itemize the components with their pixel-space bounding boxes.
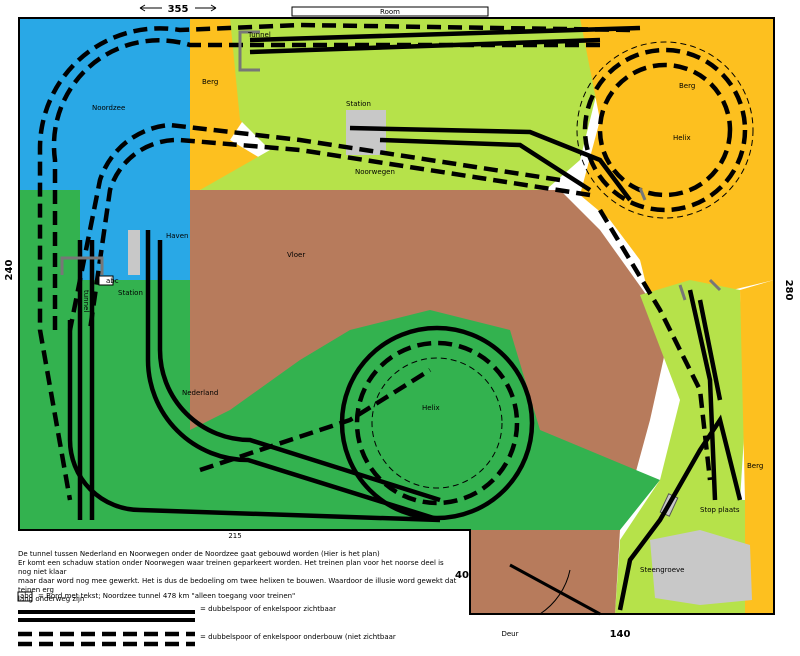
dimension-bottom-right: 140 [610,629,631,640]
berg-bottom-region [740,280,774,614]
helix-top-inner [597,62,733,198]
label-helix-top: Helix [673,134,691,142]
dimension-bottom-left: 215 [228,532,241,540]
label-station-top: Station [346,100,371,108]
berg-right-region [580,18,774,300]
dimension-left: 240 [4,260,15,281]
steengroeve-area [650,530,752,605]
floor-extension [470,530,620,614]
tunnel-portal-top [238,30,260,72]
tunnel-portal-right [638,187,722,301]
label-vloer: Vloer [287,251,305,259]
label-helix-bottom: Helix [422,404,440,412]
label-steengroeve: Steengroeve [640,566,684,574]
label-station-left: Station [118,289,143,297]
legend-sign-box [17,591,33,602]
label-sign-abc: abc [106,277,119,285]
label-stop-plaats: Stop plaats [700,506,740,514]
track-station-nl-2 [157,240,441,503]
track-station-noorwegen-2 [379,137,592,192]
track-station-noorwegen [349,125,632,202]
track-south-2 [697,299,723,401]
track-nl-loop [67,320,441,523]
board-outline [18,17,775,615]
note-line-2: Er komt een schaduw station onder Noorwe… [18,559,444,576]
station-haven-block [128,230,140,275]
label-noordzee: Noordzee [92,104,125,112]
nederland-region-2 [190,290,660,530]
helix-bottom-mid [354,340,520,506]
note-line-3: maar daar word nog mee gewerkt. Het is d… [18,577,457,594]
station-noorwegen-block [346,110,386,155]
hidden-track-noordzee-2 [51,38,600,330]
label-berg-left: Berg [202,78,218,86]
legend-dashed-desc: = dubbelspoor of enkelspoor onderbouw (n… [200,633,396,641]
door-swing [539,569,571,615]
door-label: Deur [501,630,518,638]
note-line-1: De tunnel tussen Nederland en Noorwegen … [18,550,380,558]
label-noorwegen: Noorwegen [355,168,395,176]
dimension-notch: 40 [455,570,469,581]
hidden-track-noordzee-1 [37,22,631,501]
note-line-4: lang onderweg zijn [18,595,85,603]
helix-top-outer [582,47,748,213]
dimension-arrowheads [139,4,217,12]
helix-top-edge [576,41,754,219]
door-leaf [509,563,601,616]
plan-notes: De tunnel tussen Nederland en Noorwegen … [18,550,458,604]
tunnel-portal-left [60,256,104,275]
label-nederland: Nederland [182,389,218,397]
legend-solid-desc: = dubbelspoor of enkelspoor zichtbaar [200,605,336,613]
track-south-1 [687,289,718,501]
track-quarry [617,414,743,611]
dimension-top: 355 [168,4,189,15]
abc-sign [98,275,114,286]
label-berg-bottom: Berg [747,462,763,470]
label-tunnel-vertical: tunnel [82,290,90,312]
hidden-track-nl-helix [199,368,432,473]
label-berg-right: Berg [679,82,695,90]
dimension-right: 280 [783,280,794,301]
legend-sign-text: abc [20,592,33,600]
label-tunnel: Tunnel [247,31,271,39]
helix-bottom-inner [371,357,503,489]
room-label: Room [380,8,400,16]
label-haven: Haven [166,232,188,240]
noorwegen-region [200,18,600,195]
legend-sign-desc: = Bord met tekst; Noordzee tunnel 478 km… [38,592,296,600]
room-bar [291,6,489,17]
